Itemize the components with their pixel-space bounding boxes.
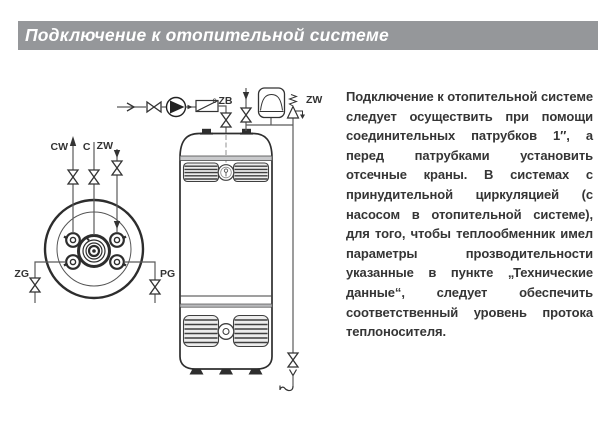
tank-bottom-ribs: [182, 314, 270, 348]
pump-icon: [165, 96, 187, 118]
tank-feet: [189, 369, 263, 375]
zw-line: ZW: [97, 140, 123, 232]
top-view-diagram: CW C ZW ZG PG: [14, 136, 175, 303]
tank-top-ribs: [182, 162, 270, 183]
heating-connection-diagram: c ZB ZW: [14, 87, 322, 392]
safety-group-line: ZW: [240, 87, 322, 392]
label-zw-safety: ZW: [306, 94, 322, 106]
safety-valve-icon: [286, 94, 305, 125]
down-arrow-icon: [242, 92, 250, 100]
storage-tank: [179, 128, 273, 375]
label-c: C: [83, 141, 91, 153]
c-line: C: [83, 141, 100, 235]
thermometer-dial-icon: [217, 164, 235, 181]
funnel-icon: [288, 369, 298, 377]
label-zg: ZG: [14, 268, 29, 280]
down-arrow-icon: [113, 221, 121, 229]
section-title: Подключение к отопительной системе: [25, 25, 389, 45]
section-title-bar: Подключение к отопительной системе: [18, 21, 598, 50]
up-arrow-icon: [69, 136, 77, 146]
return-valve-icon: [240, 107, 252, 123]
down-arrow-icon: [113, 150, 121, 158]
spring-icon: [288, 94, 298, 107]
lower-port-icon: [217, 323, 235, 340]
zg-line: ZG: [14, 261, 66, 303]
tank-top-nipples: [200, 128, 253, 135]
center-flange-icon: [77, 234, 111, 268]
expansion-vessel-icon: [257, 87, 286, 125]
drain-siphon-icon: [279, 385, 294, 392]
instruction-paragraph: Подключение к отопительной системе следу…: [346, 89, 593, 340]
cw-valve-icon: [67, 169, 79, 185]
drain-line: [279, 125, 299, 392]
flow-arrow-icon: [126, 102, 136, 112]
heating-supply-line: c ZB: [117, 95, 233, 133]
pg-valve-icon: [149, 279, 161, 295]
pg-line: PG: [124, 261, 175, 303]
c-valve-icon: [88, 169, 100, 185]
cw-line: CW: [51, 136, 79, 233]
zg-valve-icon: [29, 277, 41, 293]
zb-valve-icon: [220, 112, 232, 128]
tank-lower-band: [179, 295, 273, 308]
connection-ports: [63, 232, 127, 270]
zw-valve-icon: [111, 160, 123, 176]
label-pg: PG: [160, 268, 175, 280]
drain-valve-icon: [287, 352, 299, 368]
label-zb-prefix: c: [213, 96, 217, 105]
supply-shutoff-valve-icon: [146, 101, 162, 113]
label-zw-top: ZW: [97, 140, 113, 152]
label-cw: CW: [51, 141, 69, 153]
small-flow-arrow-icon: [187, 104, 193, 110]
tank-top-band: [179, 155, 273, 161]
label-zb: ZB: [219, 95, 233, 107]
